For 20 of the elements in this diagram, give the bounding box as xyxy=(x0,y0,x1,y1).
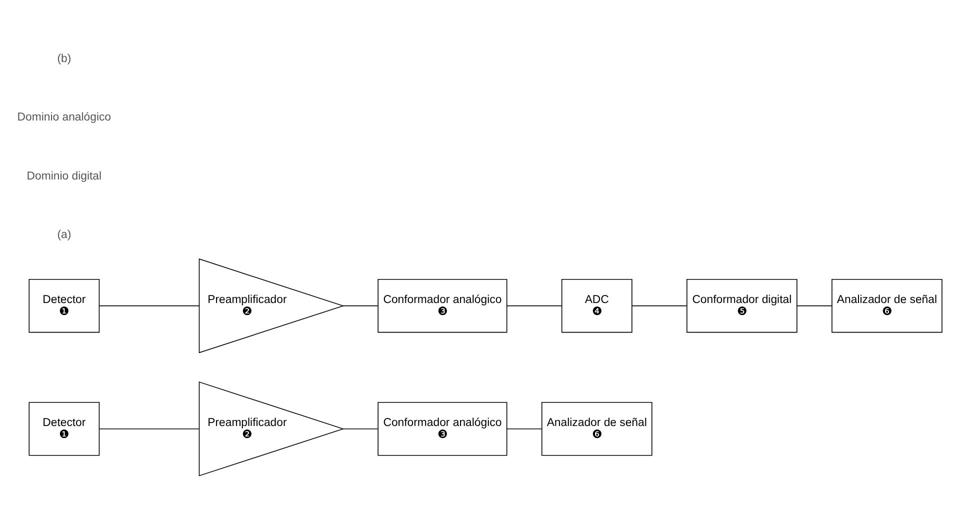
connector xyxy=(342,304,378,306)
connector xyxy=(796,304,832,306)
node-box: Detector ❶ xyxy=(28,278,100,332)
node-box: Conformador analógico ❸ xyxy=(378,402,508,456)
label: (b) xyxy=(57,52,72,64)
connector xyxy=(632,304,688,306)
node-box: Analizador de señal ❻ xyxy=(541,402,652,456)
connector xyxy=(98,304,200,306)
connector xyxy=(342,428,378,429)
node-box: Detector ❶ xyxy=(28,402,100,456)
node-box: ADC ❹ xyxy=(561,278,632,332)
label: (a) xyxy=(57,228,72,240)
label: Dominio digital xyxy=(26,170,102,182)
connector xyxy=(98,428,200,429)
connector xyxy=(506,304,562,306)
node-box: Conformador digital ❺ xyxy=(686,278,798,332)
node-box: Analizador de señal ❻ xyxy=(832,278,942,332)
node-box: Conformador analógico ❸ xyxy=(378,278,508,332)
connector xyxy=(506,428,542,429)
label: Dominio analógico xyxy=(17,111,112,124)
